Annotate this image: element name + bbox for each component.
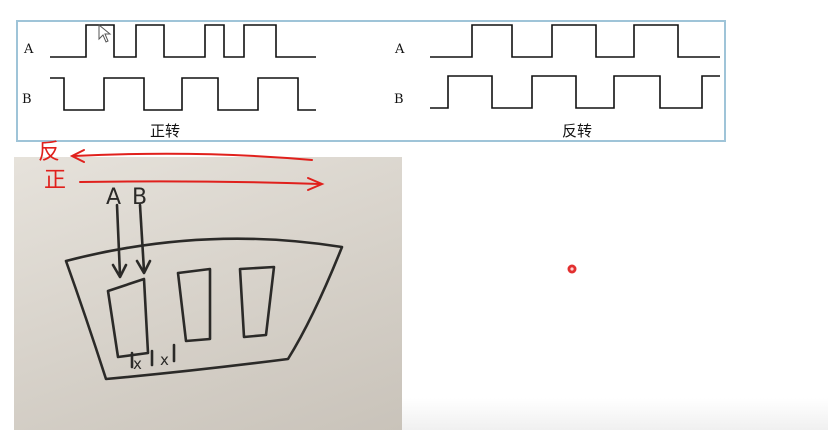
sensor-a-arrow — [115, 203, 122, 277]
forward-label-b: B — [22, 92, 32, 107]
reverse-label-b: B — [394, 92, 404, 107]
slot-3 — [238, 265, 276, 339]
disc-segment-outline — [64, 237, 344, 381]
sensor-a-label: A — [106, 185, 122, 210]
reverse-caption: 反转 — [562, 122, 593, 140]
reverse-wave-a — [430, 24, 720, 58]
reverse-wave-b — [430, 75, 720, 109]
waveform-svg — [50, 24, 720, 111]
reverse-mark: 反 — [38, 140, 61, 165]
gap-label-2: x — [160, 351, 169, 369]
sketch-photo: A B x x — [14, 157, 402, 430]
forward-wave-b — [50, 77, 316, 111]
forward-wave-a — [50, 24, 316, 58]
reverse-arrow — [73, 152, 313, 161]
forward-caption: 正转 — [150, 122, 181, 140]
gap-label-1: x — [133, 355, 142, 373]
slot-2 — [176, 267, 212, 343]
sensor-b-arrow — [138, 203, 146, 273]
mouse-cursor-icon — [98, 24, 112, 43]
bottom-fade — [402, 398, 828, 430]
reverse-label-a: A — [395, 42, 405, 57]
forward-label-a: A — [24, 42, 34, 57]
sensor-b-label: B — [132, 185, 148, 210]
forward-mark: 正 — [44, 168, 67, 193]
pen-sketch — [64, 203, 344, 381]
forward-arrow — [79, 180, 321, 185]
slot-1 — [106, 277, 150, 359]
waveform-diagram-panel: A B A B 正转 反转 — [16, 20, 726, 142]
